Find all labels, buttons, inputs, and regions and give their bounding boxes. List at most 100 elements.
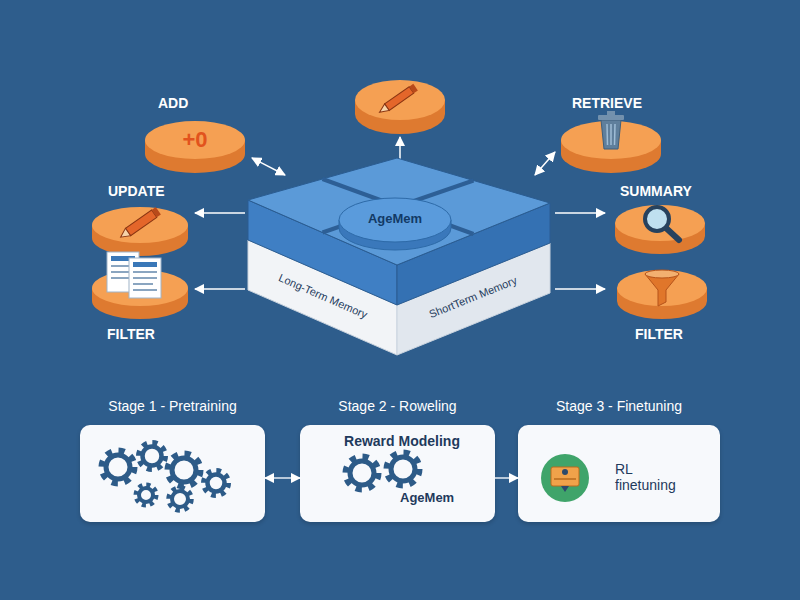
art-polygon bbox=[377, 104, 389, 116]
art-circle bbox=[172, 491, 188, 507]
art-circle bbox=[541, 454, 589, 502]
stage-box: Stage 3 - FinetuningRL finetuning bbox=[518, 425, 720, 522]
art-g bbox=[346, 453, 419, 489]
art-circle bbox=[387, 453, 419, 485]
connector-arrow bbox=[195, 212, 245, 214]
art-ellipse bbox=[617, 270, 707, 306]
core-label: AgeMem bbox=[337, 212, 453, 227]
art-path bbox=[645, 274, 679, 306]
art-rect bbox=[125, 210, 156, 236]
art-line bbox=[133, 289, 157, 291]
operation-label: UPDATE bbox=[108, 183, 193, 199]
art-circle bbox=[204, 471, 228, 495]
art-circle bbox=[172, 458, 196, 482]
memory-block bbox=[245, 155, 555, 360]
connector-arrow bbox=[495, 477, 518, 479]
operation-disc: RETRIEVE bbox=[555, 95, 667, 170]
art-rect bbox=[551, 467, 579, 486]
art-circle bbox=[208, 475, 225, 492]
connector-arrow bbox=[195, 288, 245, 290]
art-circle bbox=[645, 207, 669, 231]
art-circle bbox=[106, 455, 130, 479]
stage-heading: Stage 1 - Pretraining bbox=[80, 398, 265, 414]
operation-disc: ADD +0 bbox=[140, 95, 252, 170]
art-rect bbox=[129, 258, 161, 298]
art-ellipse bbox=[92, 207, 188, 243]
art-rect bbox=[409, 84, 418, 93]
art-ellipse bbox=[355, 80, 445, 120]
art-ellipse bbox=[615, 205, 705, 241]
magnifier-icon bbox=[645, 207, 679, 240]
art-circle bbox=[391, 457, 415, 481]
art-g bbox=[377, 84, 418, 116]
art-rect bbox=[152, 207, 161, 217]
art-line bbox=[554, 478, 576, 480]
pencil-icon bbox=[118, 207, 161, 241]
art-line bbox=[666, 228, 679, 240]
art-polygon bbox=[248, 158, 550, 265]
core-disc: AgeMem bbox=[337, 195, 453, 251]
art-line bbox=[133, 283, 153, 285]
art-line bbox=[133, 277, 157, 279]
box-text: RL finetuning bbox=[615, 461, 695, 493]
art-g bbox=[102, 451, 134, 483]
stage-heading: Stage 2 - Roweling bbox=[300, 398, 495, 414]
art-g bbox=[169, 488, 191, 510]
art-g bbox=[346, 457, 378, 489]
art-rect bbox=[385, 87, 414, 111]
art-g bbox=[139, 443, 165, 469]
operation-label: RETRIEVE bbox=[572, 95, 667, 111]
art-circle bbox=[139, 443, 165, 469]
art-line bbox=[614, 124, 616, 145]
art-g bbox=[136, 485, 156, 505]
gears-icon bbox=[80, 425, 265, 522]
stage-box: Stage 1 - Pretraining bbox=[80, 425, 265, 522]
art-circle bbox=[169, 488, 191, 510]
art-circle bbox=[136, 485, 156, 505]
add-icon-text: +0 bbox=[160, 127, 230, 152]
connector-arrow bbox=[535, 152, 555, 175]
operation-label: SUMMARY bbox=[620, 183, 715, 199]
connector-arrow bbox=[252, 158, 285, 175]
art-rect bbox=[598, 115, 624, 120]
art-circle bbox=[346, 457, 378, 489]
art-ellipse bbox=[145, 121, 245, 159]
art-ellipse bbox=[561, 121, 661, 159]
operation-disc: FILTER bbox=[605, 262, 715, 347]
trash-icon bbox=[598, 111, 624, 149]
art-circle bbox=[562, 469, 568, 475]
operation-disc: UPDATE bbox=[85, 183, 195, 261]
stage-box: Stage 2 - RowelingReward ModelingAgeMem bbox=[300, 425, 495, 522]
operation-disc: FILTER bbox=[85, 262, 195, 347]
operation-label: FILTER bbox=[107, 326, 195, 342]
art-rect bbox=[607, 111, 615, 115]
operation-disc: SUMMARY bbox=[605, 183, 715, 261]
box-text: Reward Modeling bbox=[322, 433, 482, 449]
memory-block: Long-Term MemoryShortTerm Memory AgeMem bbox=[245, 175, 555, 360]
art-circle bbox=[168, 454, 200, 486]
art-polygon bbox=[118, 228, 131, 241]
art-circle bbox=[350, 461, 374, 485]
connector-arrow bbox=[265, 477, 300, 479]
operation-label: ADD bbox=[158, 95, 248, 111]
art-line bbox=[133, 271, 157, 273]
art-line bbox=[606, 124, 608, 145]
art-line bbox=[111, 277, 131, 279]
art-polygon bbox=[561, 486, 569, 492]
connector-arrow bbox=[555, 288, 605, 290]
funnel-icon bbox=[645, 270, 679, 306]
connector-arrow bbox=[555, 212, 605, 214]
art-circle bbox=[139, 488, 153, 502]
art-path bbox=[601, 120, 621, 149]
box-text: AgeMem bbox=[400, 491, 480, 506]
art-line bbox=[610, 124, 612, 145]
art-g bbox=[168, 454, 200, 486]
art-g bbox=[387, 453, 419, 485]
top-pencil-disc bbox=[355, 80, 445, 134]
art-rect bbox=[133, 262, 157, 267]
art-g bbox=[204, 471, 228, 495]
documents-icon bbox=[107, 252, 161, 298]
operation-label: FILTER bbox=[635, 326, 715, 342]
